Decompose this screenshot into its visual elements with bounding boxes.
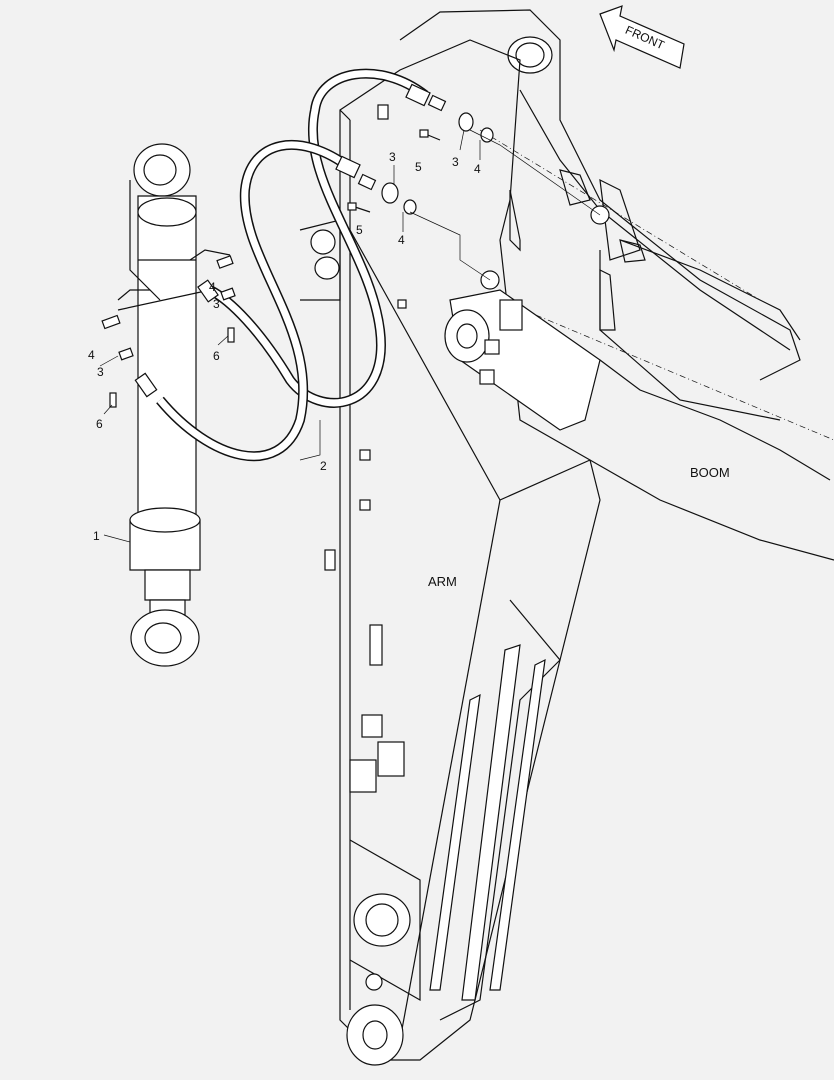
boom-structure: BOOM	[399, 9, 834, 561]
arm-label: ARM	[428, 574, 457, 589]
callout-6-left-lower: 6	[96, 417, 103, 431]
hydraulic-hoses	[134, 68, 431, 462]
callout-4-top: 4	[474, 162, 481, 176]
callout-5-top: 5	[415, 160, 422, 174]
callout-3-mid: 3	[389, 150, 396, 164]
callout-1: 1	[93, 529, 100, 543]
hydraulic-cylinder	[117, 143, 211, 667]
small-parts	[101, 94, 601, 408]
callout-5-mid: 5	[356, 223, 363, 237]
callout-3-left-upper: 3	[213, 297, 220, 311]
callout-3-top: 3	[452, 155, 459, 169]
boom-label: BOOM	[690, 465, 730, 480]
callout-4-left-lower: 4	[88, 348, 95, 362]
front-arrow: FRONT	[599, 5, 685, 69]
callout-4-left-upper: 4	[209, 280, 216, 294]
callout-6-left-upper: 6	[213, 349, 220, 363]
callout-4-mid: 4	[398, 233, 405, 247]
arm-structure: ARM	[299, 39, 601, 1066]
callout-3-left-lower: 3	[97, 365, 104, 379]
callouts: 1 2 3 3 3 3 4 4 4 4 5 5 6 6	[88, 129, 481, 543]
callout-2: 2	[320, 459, 327, 473]
